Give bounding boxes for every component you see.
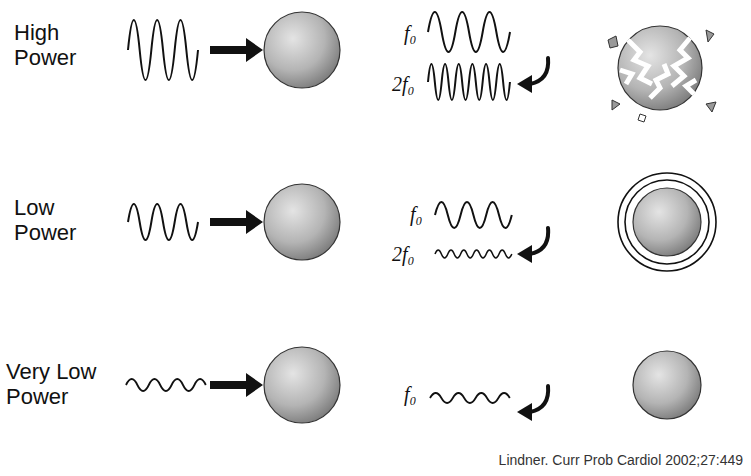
- reflected-wave: [428, 12, 510, 52]
- incident-arrow: [210, 38, 263, 62]
- return-arrowhead: [517, 75, 532, 93]
- incident-wave: [128, 204, 198, 240]
- return-arrow: [530, 58, 548, 84]
- microbubble: [264, 347, 340, 423]
- incident-wave: [126, 379, 206, 391]
- microbubble: [264, 184, 340, 260]
- source-caption: Lindner. Curr Prob Cardiol 2002;27:449: [499, 452, 743, 468]
- destroyed-bubble: [608, 26, 716, 122]
- return-arrow: [530, 228, 548, 254]
- oscillating-bubble: [618, 173, 716, 271]
- microbubble: [264, 12, 340, 88]
- incident-arrow: [210, 210, 263, 234]
- microbubble: [633, 351, 701, 419]
- frequency-label: 2f₀: [392, 243, 415, 266]
- power-level-label: Very Low Power: [6, 359, 110, 410]
- harmonic-wave: [428, 64, 510, 100]
- return-arrowhead: [517, 403, 532, 421]
- incident-arrow: [210, 373, 263, 397]
- harmonic-wave: [435, 250, 512, 258]
- incident-wave: [128, 20, 198, 80]
- frequency-label: f₀: [404, 383, 417, 406]
- frequency-label: 2f₀: [392, 73, 415, 96]
- return-arrow: [530, 386, 548, 412]
- return-arrowhead: [517, 245, 532, 263]
- reflected-wave: [430, 393, 510, 403]
- frequency-label: f₀: [404, 22, 417, 45]
- reflected-wave: [435, 202, 512, 228]
- frequency-label: f₀: [410, 203, 423, 226]
- power-level-label: High Power: [14, 20, 86, 71]
- power-level-label: Low Power: [14, 195, 86, 246]
